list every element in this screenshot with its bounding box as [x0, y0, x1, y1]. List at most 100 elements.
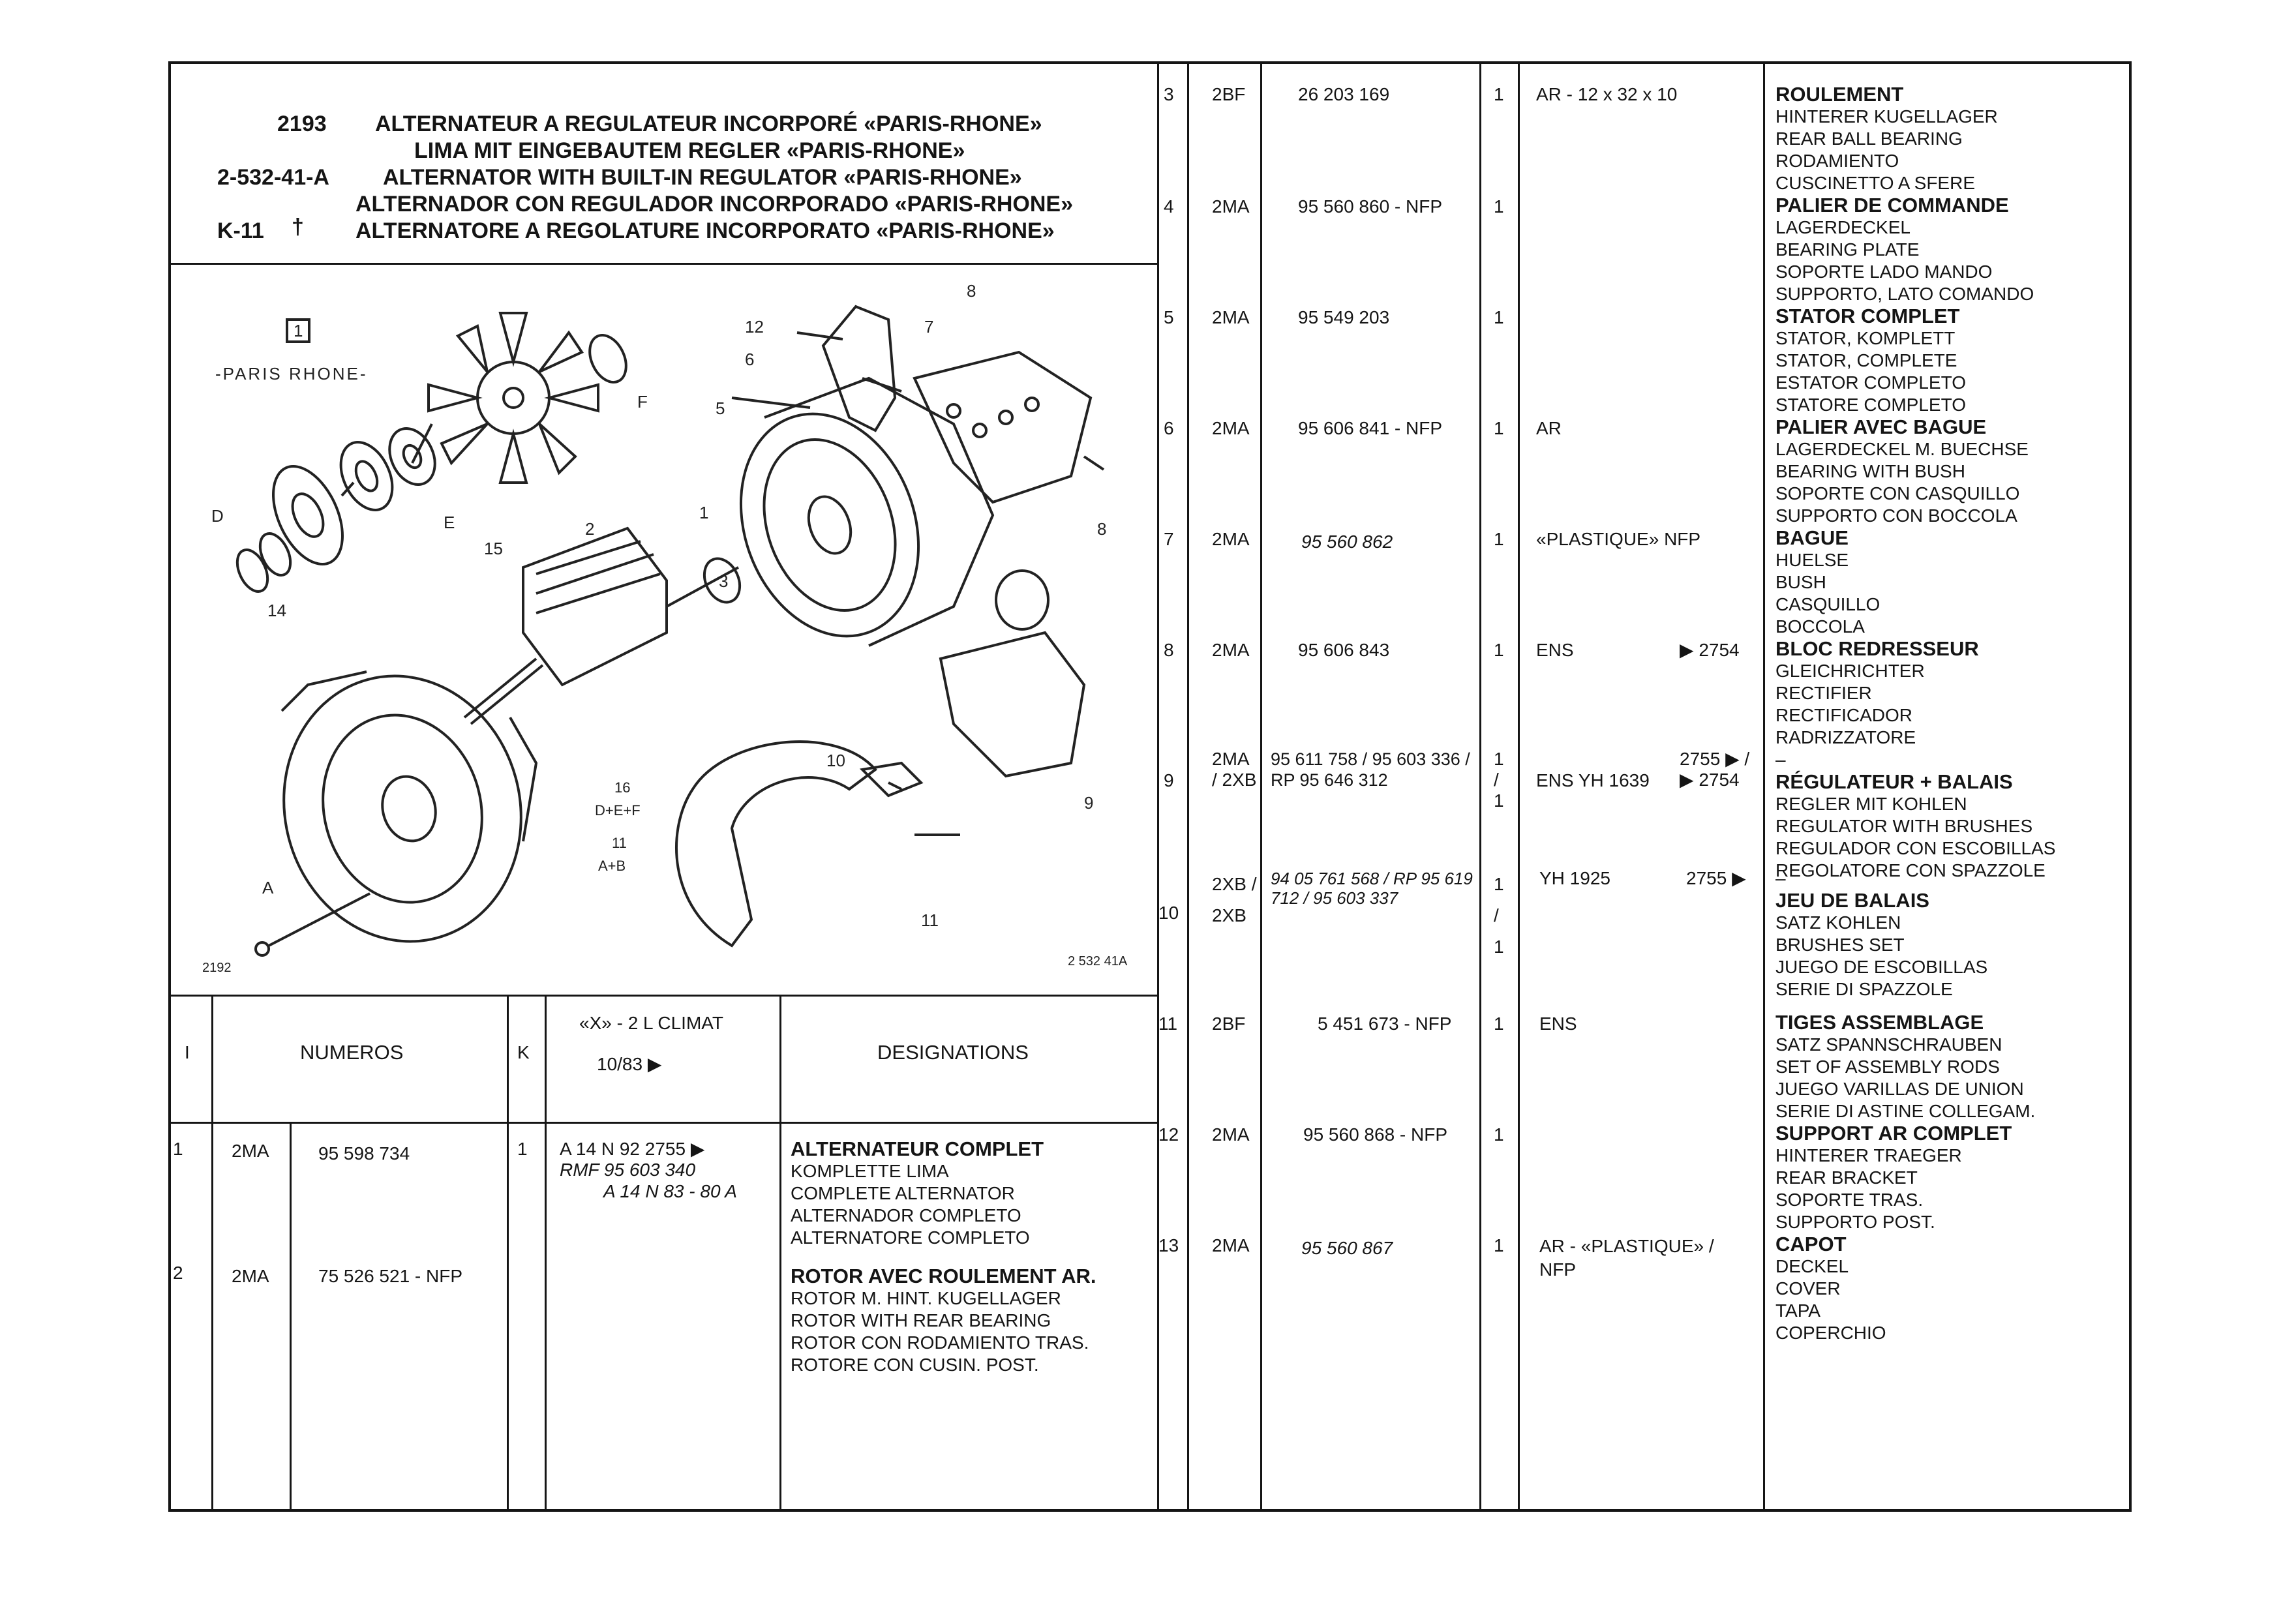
- bearing-icon: [702, 557, 742, 604]
- row-9-code: 2MA / 2XB: [1212, 749, 1257, 790]
- row-4-code: 2MA: [1212, 196, 1250, 217]
- row-6-desc-it: SUPPORTO CON BOCCOLA: [1775, 505, 2017, 526]
- row-4-desc-fr: PALIER DE COMMANDE: [1775, 194, 2009, 217]
- col-line: [1187, 61, 1189, 1512]
- callout: 2: [585, 519, 594, 539]
- callout: 11: [612, 835, 627, 851]
- stator-icon: [739, 376, 995, 647]
- th-numeros: NUMEROS: [300, 1041, 404, 1064]
- row-10-code: 2XB / 2XB: [1212, 874, 1257, 925]
- header-title-fr: ALTERNATEUR A REGULATEUR INCORPORÉ «PARI…: [375, 112, 1042, 136]
- page-frame: [168, 61, 2132, 1512]
- row-4-i: 4: [1164, 196, 1174, 217]
- row-9-desc-en: REGULATOR WITH BRUSHES: [1775, 816, 2033, 836]
- row-2-desc-en: ROTOR WITH REAR BEARING: [791, 1310, 1051, 1330]
- row-8-desc-en: RECTIFIER: [1775, 683, 1872, 703]
- row-9-num: 95 611 758 / 95 603 336 / RP 95 646 312: [1271, 749, 1470, 790]
- row-1-desc-en: COMPLETE ALTERNATOR: [791, 1183, 1015, 1203]
- row-3-x: AR - 12 x 32 x 10: [1536, 84, 1678, 104]
- header-k-arrow-icon: †: [292, 215, 304, 239]
- row-10-xr: 2755 ▶: [1686, 868, 1746, 888]
- row-6-desc-fr: PALIER AVEC BAGUE: [1775, 415, 1987, 438]
- row-13-x: AR - «PLASTIQUE» / NFP: [1539, 1236, 1714, 1280]
- row-1-code: 2MA: [232, 1141, 269, 1161]
- row-2-i: 2: [173, 1263, 183, 1283]
- callout: 8: [967, 281, 976, 301]
- row-12-desc-es: SOPORTE TRAS.: [1775, 1190, 1924, 1210]
- callout: 11: [921, 910, 939, 930]
- row-13-k: 1: [1494, 1235, 1504, 1255]
- rectifier-bridge-icon: [913, 350, 1093, 504]
- row-8-desc-de: GLEICHRICHTER: [1775, 661, 1925, 681]
- row-11-num: 5 451 673 - NFP: [1318, 1014, 1452, 1034]
- spacer-icon: [388, 427, 436, 486]
- row-7-desc-de: HUELSE: [1775, 550, 1849, 570]
- row-5-num: 95 549 203: [1298, 307, 1390, 327]
- row-5-desc: STATOR COMPLET STATOR, KOMPLETT STATOR, …: [1775, 305, 1966, 416]
- callout: E: [444, 513, 455, 532]
- row-8-xr: ▶ 2754: [1680, 640, 1740, 660]
- row-13-desc: CAPOT DECKEL COVER TAPA COPERCHIO: [1775, 1233, 1886, 1344]
- row-6-desc-es: SOPORTE CON CASQUILLO: [1775, 483, 2020, 503]
- row-13-desc-en: COVER: [1775, 1278, 1841, 1299]
- callout: F: [637, 392, 648, 412]
- row-9-desc-it: REGOLATORE CON SPAZZOLE: [1775, 860, 2046, 880]
- col-line: [211, 995, 213, 1512]
- callout: 9: [1084, 793, 1093, 813]
- row-11-desc-it: SERIE DI ASTINE COLLEGAM.: [1775, 1101, 2036, 1121]
- row-7-desc-fr: BAGUE: [1775, 526, 1849, 549]
- callout: A: [262, 878, 274, 897]
- callout: 8: [1097, 519, 1106, 539]
- row-1-desc-fr: ALTERNATEUR COMPLET: [791, 1137, 1044, 1160]
- pulley-icon: [272, 465, 344, 565]
- block-divider: [1157, 61, 1159, 1512]
- regulator-icon: [939, 631, 1086, 778]
- row-10-desc-dash: –: [1775, 868, 1786, 888]
- callout: A+B: [598, 858, 626, 874]
- callout: 16: [614, 779, 630, 796]
- row-5-desc-it: STATORE COMPLETO: [1775, 395, 1966, 415]
- row-11-k: 1: [1494, 1014, 1504, 1034]
- tie-rod-icon: [268, 892, 370, 947]
- row-7-i: 7: [1164, 529, 1174, 549]
- th-x-line1: «X» - 2 L CLIMAT: [579, 1013, 723, 1033]
- th-i: I: [185, 1042, 190, 1062]
- row-5-code: 2MA: [1212, 307, 1250, 327]
- row-13-desc-fr: CAPOT: [1775, 1233, 1847, 1255]
- row-11-desc-fr: TIGES ASSEMBLAGE: [1775, 1011, 1984, 1034]
- row-6-x: AR: [1536, 418, 1562, 438]
- row-10-desc-en: BRUSHES SET: [1775, 935, 1905, 955]
- row-1-k: 1: [517, 1139, 528, 1159]
- col-line: [1763, 61, 1765, 1512]
- col-line: [1260, 61, 1262, 1512]
- row-11-i: 11: [1158, 1014, 1178, 1034]
- row-5-desc-en: STATOR, COMPLETE: [1775, 350, 1957, 370]
- row-12-k: 1: [1494, 1124, 1504, 1145]
- th-designations: DESIGNATIONS: [877, 1041, 1029, 1064]
- table-header-divider: [168, 1122, 1159, 1124]
- col-line: [545, 995, 547, 1512]
- row-3-code: 2BF: [1212, 84, 1246, 104]
- front-bracket-icon: [280, 670, 538, 943]
- header-title-es: ALTERNADOR CON REGULADOR INCORPORADO «PA…: [355, 192, 1074, 217]
- col-line: [1479, 61, 1481, 1512]
- row-3-desc: ROULEMENT HINTERER KUGELLAGER REAR BALL …: [1775, 83, 1998, 194]
- row-4-desc-de: LAGERDECKEL: [1775, 217, 1911, 237]
- row-1-x-1: A 14 N 92 2755 ▶: [560, 1139, 705, 1159]
- row-11-desc-en: SET OF ASSEMBLY RODS: [1775, 1057, 2000, 1077]
- row-10-k: 1 / 1: [1494, 874, 1504, 957]
- row-10-desc: – JEU DE BALAIS SATZ KOHLEN BRUSHES SET …: [1775, 867, 1987, 1000]
- row-8-code: 2MA: [1212, 640, 1250, 660]
- header-title-de: LIMA MIT EINGEBAUTEM REGLER «PARIS-RHONE…: [414, 138, 965, 163]
- row-7-code: 2MA: [1212, 529, 1250, 549]
- row-13-i: 13: [1158, 1235, 1179, 1255]
- diagram-box-label: 1: [294, 321, 303, 340]
- row-7-num: 95 560 862: [1301, 532, 1393, 552]
- row-4-desc-es: SOPORTE LADO MANDO: [1775, 262, 1993, 282]
- exploded-alternator-diagram: 1 -PARIS RHONE- 2192 2 532 41A 12 8 6 5 …: [202, 281, 1128, 975]
- row-2-code: 2MA: [232, 1266, 269, 1286]
- col-line: [1518, 61, 1520, 1512]
- row-1-x-3: A 14 N 83 - 80 A: [603, 1181, 737, 1201]
- row-4-desc-it: SUPPORTO, LATO COMANDO: [1775, 284, 2034, 304]
- row-12-desc-fr: SUPPORT AR COMPLET: [1775, 1122, 2012, 1145]
